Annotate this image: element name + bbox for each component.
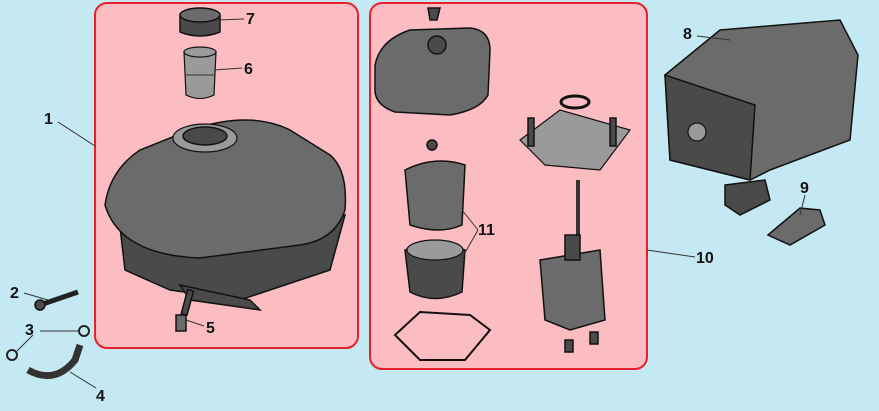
callout-4: 4 [96,388,105,405]
leader-lines [15,18,806,389]
hose-clamp [6,349,18,361]
bolt [34,289,79,311]
callout-7: 7 [246,11,255,28]
callout-8: 8 [683,26,692,43]
callout-2: 2 [10,285,19,302]
fuel-tank [104,119,347,312]
callout-3: 3 [25,322,34,339]
callout-6: 6 [244,61,253,78]
air-filter-cover [374,7,491,116]
fuel-valve [175,288,195,332]
fuel-strainer [183,46,217,100]
callout-10: 10 [696,250,714,267]
air-filter-base [519,94,632,240]
callout-1: 1 [44,111,53,128]
fuel-hose [26,343,84,380]
callout-5: 5 [206,320,215,337]
muffler [664,19,859,216]
callout-9: 9 [800,180,809,197]
hose-clamp [78,325,90,337]
muffler-gasket [766,207,826,246]
callout-11: 11 [478,222,495,239]
air-filter-element [393,139,492,361]
carburetor [539,234,606,353]
fuel-cap [179,7,221,37]
